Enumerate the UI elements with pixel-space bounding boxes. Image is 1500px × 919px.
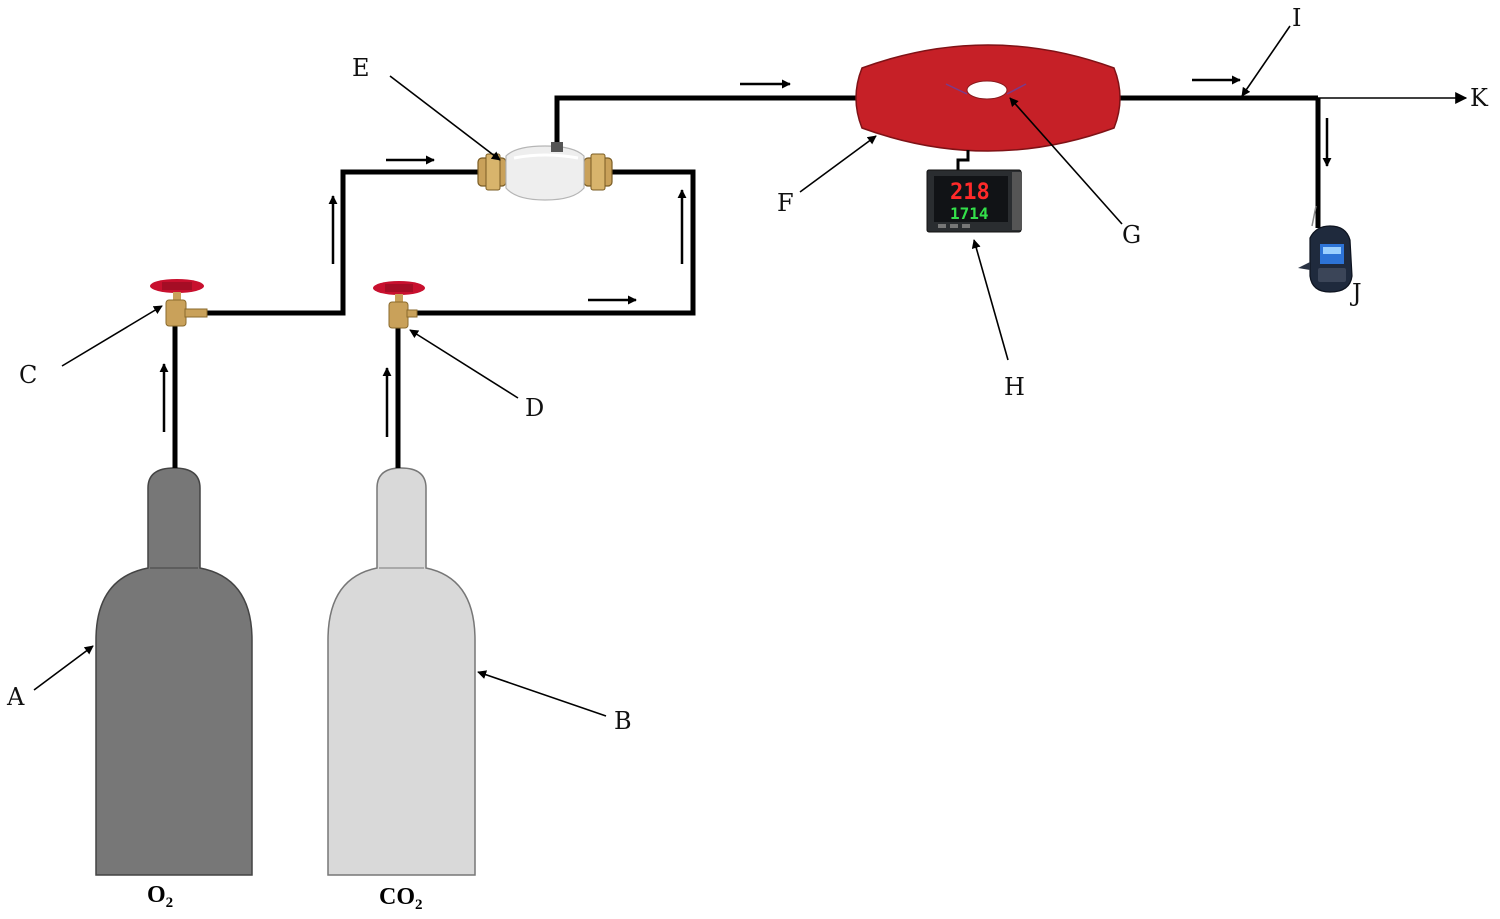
- pipe-mixer-to-reactor: [554, 95, 862, 148]
- pipe-network: [172, 92, 1468, 468]
- gas-formulas: O2 CO2: [147, 882, 423, 913]
- mixing-chamber-e: [477, 142, 613, 201]
- label-e: E: [352, 54, 370, 82]
- component-labels: A B C D E F G H I J K: [6, 4, 1489, 735]
- label-i: I: [1292, 4, 1301, 32]
- oxygen-cylinder-body: [95, 467, 253, 876]
- gas-analyzer-j: [1298, 205, 1353, 293]
- label-h: H: [1004, 373, 1025, 401]
- temperature-controller-h: 218 1714: [926, 150, 1022, 233]
- leader-c: [61, 305, 163, 367]
- valve-d[interactable]: [373, 281, 425, 329]
- controller-top-reading: 218: [950, 180, 990, 205]
- reactor-window-g: [966, 80, 1008, 100]
- label-c: C: [19, 361, 37, 389]
- flow-arrows: [159, 75, 1332, 437]
- pipe-o2-to-mixer: [205, 169, 478, 316]
- leader-i: [1241, 25, 1291, 97]
- label-k: K: [1470, 84, 1489, 112]
- leader-h: [971, 239, 1009, 361]
- label-j: J: [1349, 279, 1362, 307]
- reactor-f: [855, 44, 1121, 152]
- label-d: D: [525, 394, 544, 422]
- valve-c[interactable]: [150, 279, 208, 327]
- leader-a: [33, 645, 94, 691]
- co2-cylinder-body: [327, 467, 476, 876]
- leader-b: [477, 670, 607, 717]
- leader-lines: [33, 25, 1291, 717]
- label-b: B: [614, 707, 632, 735]
- oxygen-cylinder: [95, 467, 253, 876]
- label-f: F: [777, 189, 794, 217]
- pipe-co2-to-mixer: [415, 169, 696, 316]
- label-a: A: [6, 683, 25, 711]
- co2-cylinder: [327, 467, 476, 876]
- co2-formula: CO2: [379, 884, 423, 913]
- leader-g: [1009, 97, 1123, 225]
- leader-e: [389, 75, 501, 161]
- o2-formula: O2: [147, 882, 173, 911]
- controller-bottom-reading: 1714: [950, 204, 989, 223]
- leader-f: [799, 135, 877, 193]
- label-g: G: [1122, 221, 1141, 249]
- leader-d: [409, 329, 519, 399]
